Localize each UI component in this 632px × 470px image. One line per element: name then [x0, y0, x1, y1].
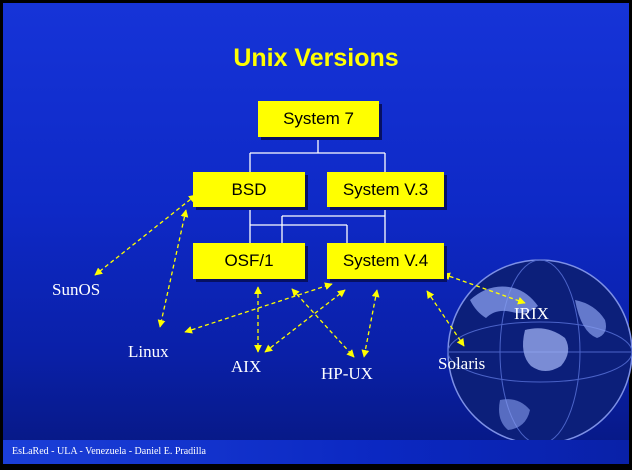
frame-border-right	[629, 0, 632, 470]
node-osf1: OSF/1	[193, 243, 305, 279]
tree-connectors	[249, 137, 386, 243]
footer-bar	[3, 440, 629, 464]
label-aix: AIX	[231, 357, 262, 376]
frame-border-top	[0, 0, 632, 3]
label-sunos: SunOS	[52, 280, 101, 299]
node-system-v4: System V.4	[327, 243, 444, 279]
slide-title: Unix Versions	[233, 44, 399, 72]
globe-icon	[447, 259, 632, 445]
frame-border-bottom	[0, 464, 632, 470]
node-system-7: System 7	[258, 101, 379, 137]
frame-border-left	[0, 0, 3, 470]
label-irix: IRIX	[514, 304, 549, 323]
label-hp-ux: HP-UX	[321, 364, 373, 383]
label-linux: Linux	[128, 342, 169, 361]
relationship-arrows	[94, 194, 526, 358]
footer-credit: EsLaRed - ULA - Venezuela - Daniel E. Pr…	[12, 446, 206, 457]
node-system-v3: System V.3	[327, 172, 444, 207]
node-bsd: BSD	[193, 172, 305, 207]
label-solaris: Solaris	[438, 354, 486, 373]
